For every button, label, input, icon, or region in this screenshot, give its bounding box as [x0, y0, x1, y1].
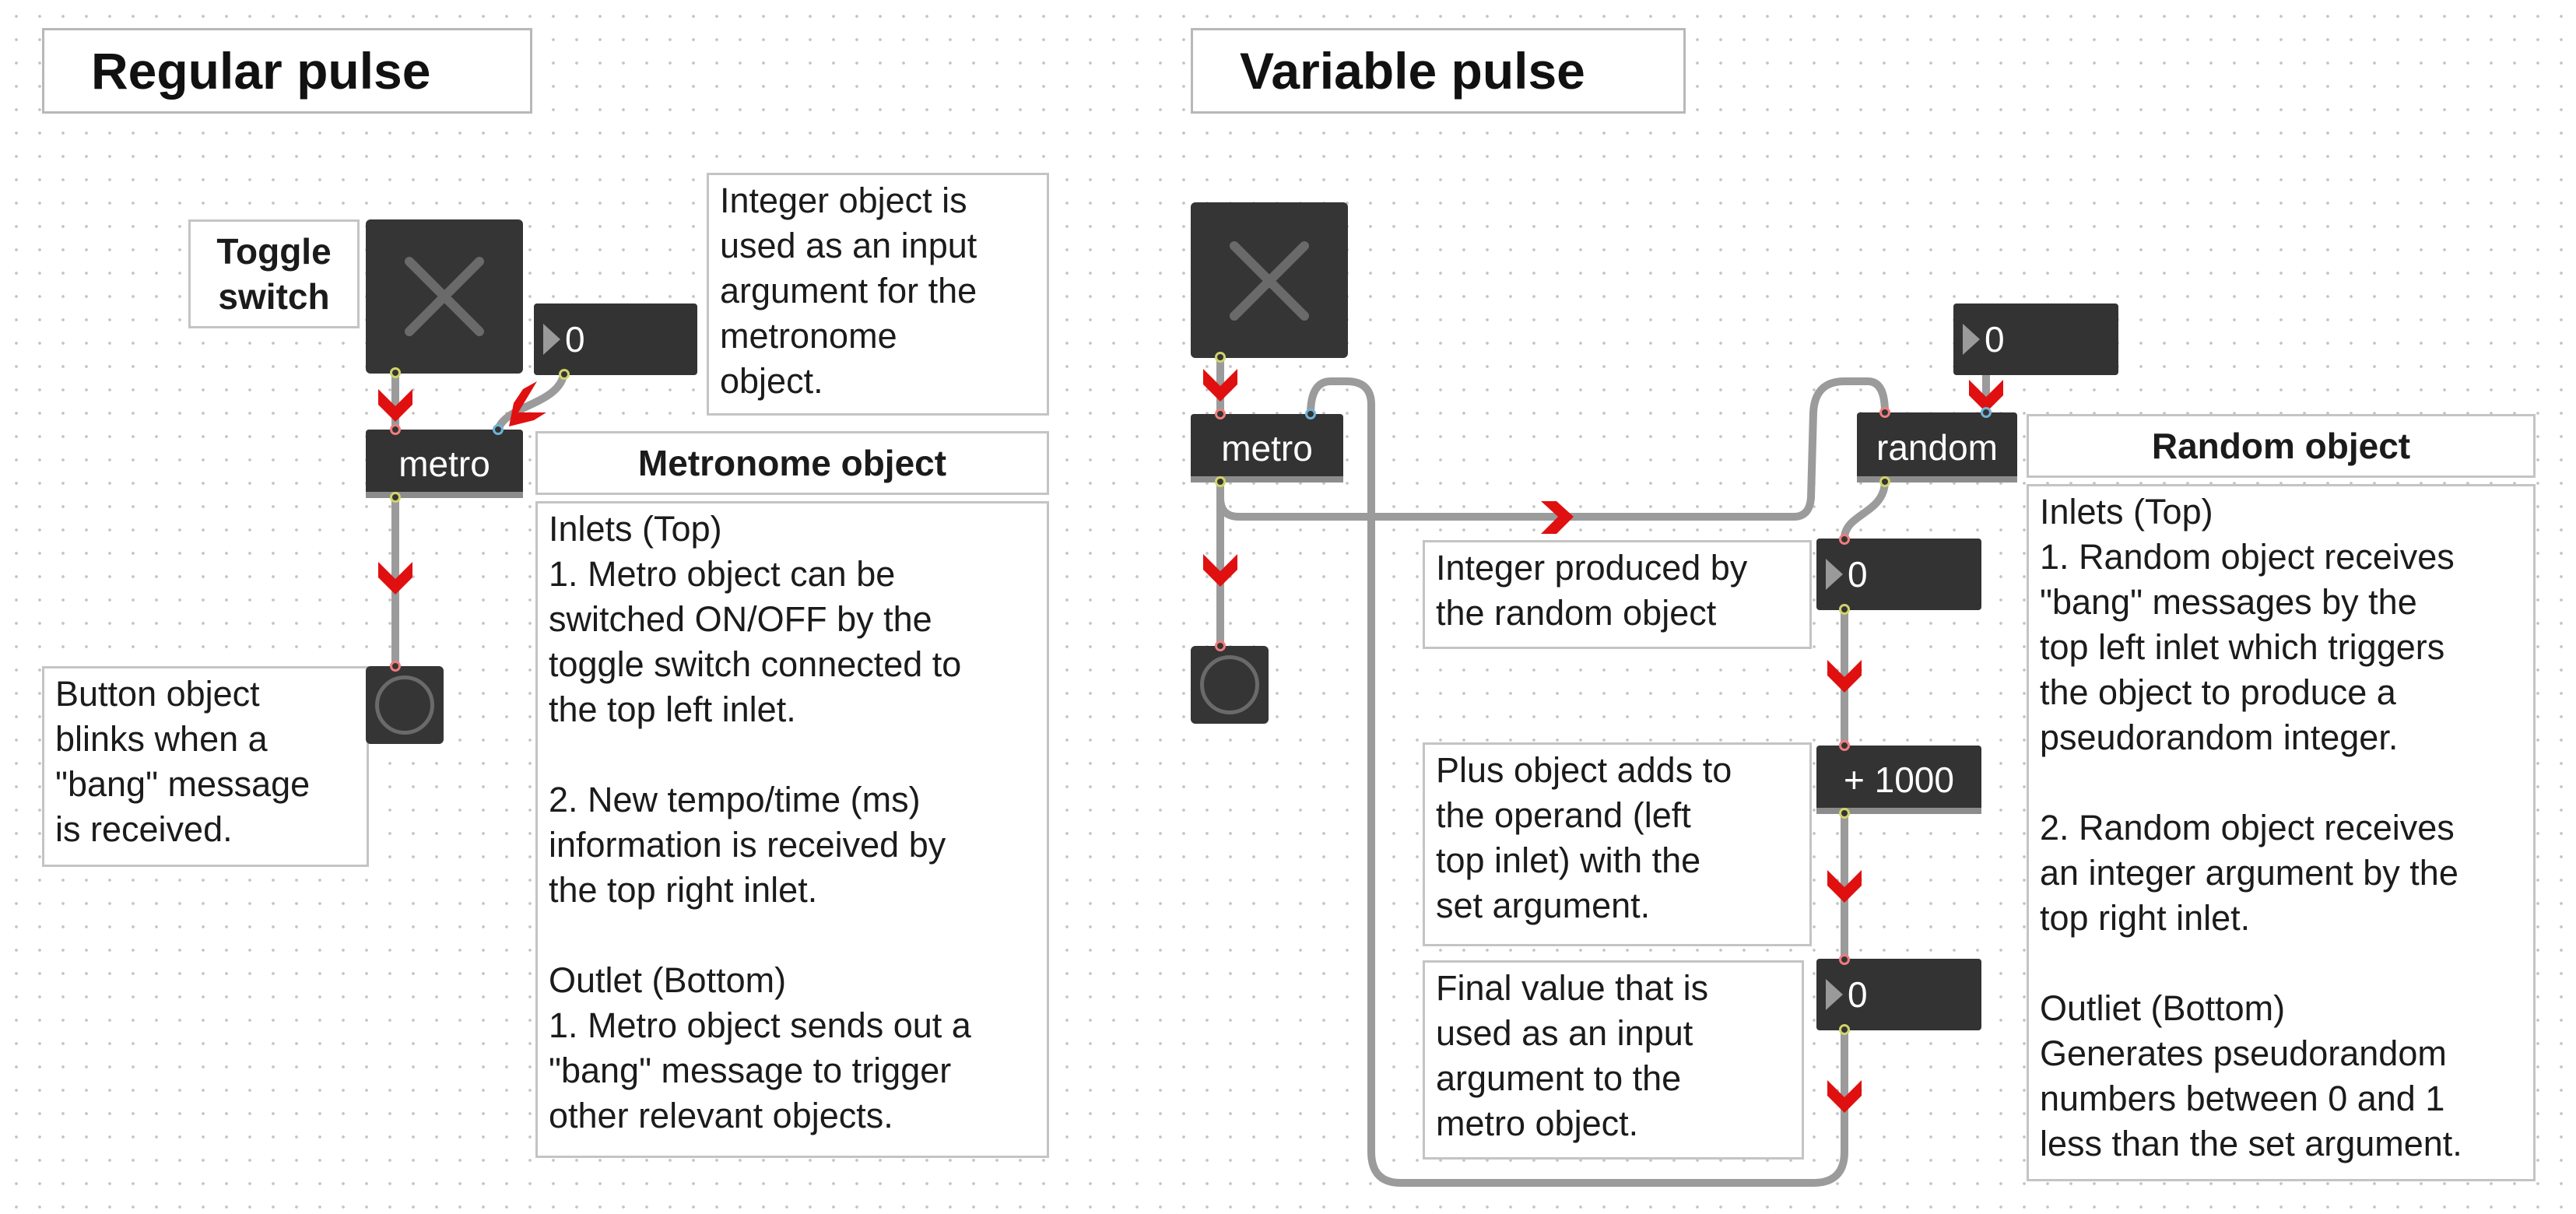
metronome-comment: Inlets (Top) 1. Metro object can be swit… [535, 501, 1049, 1158]
number-final-inlet[interactable] [1839, 954, 1850, 965]
plus-left-inlet[interactable] [1839, 740, 1850, 751]
number-random-outlet[interactable] [1839, 604, 1850, 615]
random-heading: Random object [2027, 414, 2536, 478]
number-outlet[interactable] [559, 369, 570, 380]
metro-right-inlet-variable[interactable] [1305, 409, 1316, 419]
random-object[interactable]: random [1857, 412, 2017, 482]
circle-icon [1200, 655, 1259, 714]
cord-random-to-number [1841, 477, 1889, 542]
plus-object[interactable]: + 1000 [1816, 746, 1981, 814]
flow-arrow-icon [1203, 369, 1237, 402]
number-box-tempo[interactable]: 0 [534, 304, 697, 375]
toggle-outlet-variable[interactable] [1215, 352, 1226, 363]
x-cross-icon [405, 257, 484, 336]
button-inlet-variable[interactable] [1215, 640, 1226, 651]
metro-object-variable[interactable]: metro [1191, 414, 1343, 482]
cord-number-to-metro [494, 368, 568, 433]
metro-right-inlet[interactable] [493, 424, 504, 435]
toggle-switch-variable[interactable] [1191, 202, 1348, 358]
flow-arrow-icon [1827, 870, 1862, 903]
random-left-inlet[interactable] [1879, 407, 1890, 418]
plus-outlet[interactable] [1839, 808, 1850, 819]
triangle-icon [1826, 559, 1843, 590]
random-right-inlet[interactable] [1981, 407, 1992, 418]
button-object[interactable] [366, 666, 444, 744]
number-random-value: 0 [1848, 554, 1868, 595]
section-title-variable: Variable pulse [1191, 28, 1686, 114]
toggle-label: Toggle switch [188, 219, 360, 328]
triangle-icon [1826, 979, 1843, 1010]
final-comment: Final value that is used as an input arg… [1423, 960, 1804, 1160]
flow-arrow-icon [378, 562, 412, 595]
number-box-top[interactable]: 0 [1953, 304, 2118, 375]
metro-left-inlet-variable[interactable] [1215, 409, 1226, 419]
integer-comment: Integer object is used as an input argum… [707, 173, 1049, 416]
number-box-random[interactable]: 0 [1816, 539, 1981, 610]
metro-left-inlet[interactable] [390, 424, 401, 435]
toggle-switch[interactable] [366, 219, 523, 374]
metro-outlet-variable[interactable] [1215, 476, 1226, 487]
metronome-heading: Metronome object [535, 431, 1049, 495]
triangle-icon [543, 324, 560, 355]
metro-outlet[interactable] [390, 492, 401, 503]
number-final-outlet[interactable] [1839, 1024, 1850, 1035]
flow-arrow-icon [1203, 554, 1237, 587]
button-comment: Button object blinks when a "bang" messa… [42, 666, 369, 867]
number-final-value: 0 [1848, 974, 1868, 1015]
button-object-variable[interactable] [1191, 646, 1269, 724]
random-comment: Inlets (Top) 1. Random object receives "… [2027, 484, 2536, 1181]
number-box-final[interactable]: 0 [1816, 959, 1981, 1030]
button-inlet[interactable] [390, 661, 401, 672]
number-value: 0 [565, 319, 585, 360]
random-outlet[interactable] [1879, 476, 1890, 487]
section-title-regular: Regular pulse [42, 28, 532, 114]
metro-object[interactable]: metro [366, 430, 523, 498]
flow-arrow-icon [1827, 660, 1862, 693]
circle-icon [375, 675, 434, 735]
toggle-outlet[interactable] [390, 367, 401, 378]
triangle-icon [1963, 324, 1980, 355]
flow-arrow-icon [1827, 1080, 1862, 1113]
flow-arrow-icon [378, 389, 412, 422]
flow-arrow-icon [509, 381, 546, 426]
x-cross-icon [1230, 241, 1309, 321]
number-random-inlet[interactable] [1839, 534, 1850, 545]
plus-comment: Plus object adds to the operand (left to… [1423, 742, 1812, 946]
flow-arrow-icon [1541, 501, 1574, 534]
integer-random-comment: Integer produced by the random object [1423, 540, 1812, 649]
number-top-value: 0 [1985, 319, 2005, 360]
